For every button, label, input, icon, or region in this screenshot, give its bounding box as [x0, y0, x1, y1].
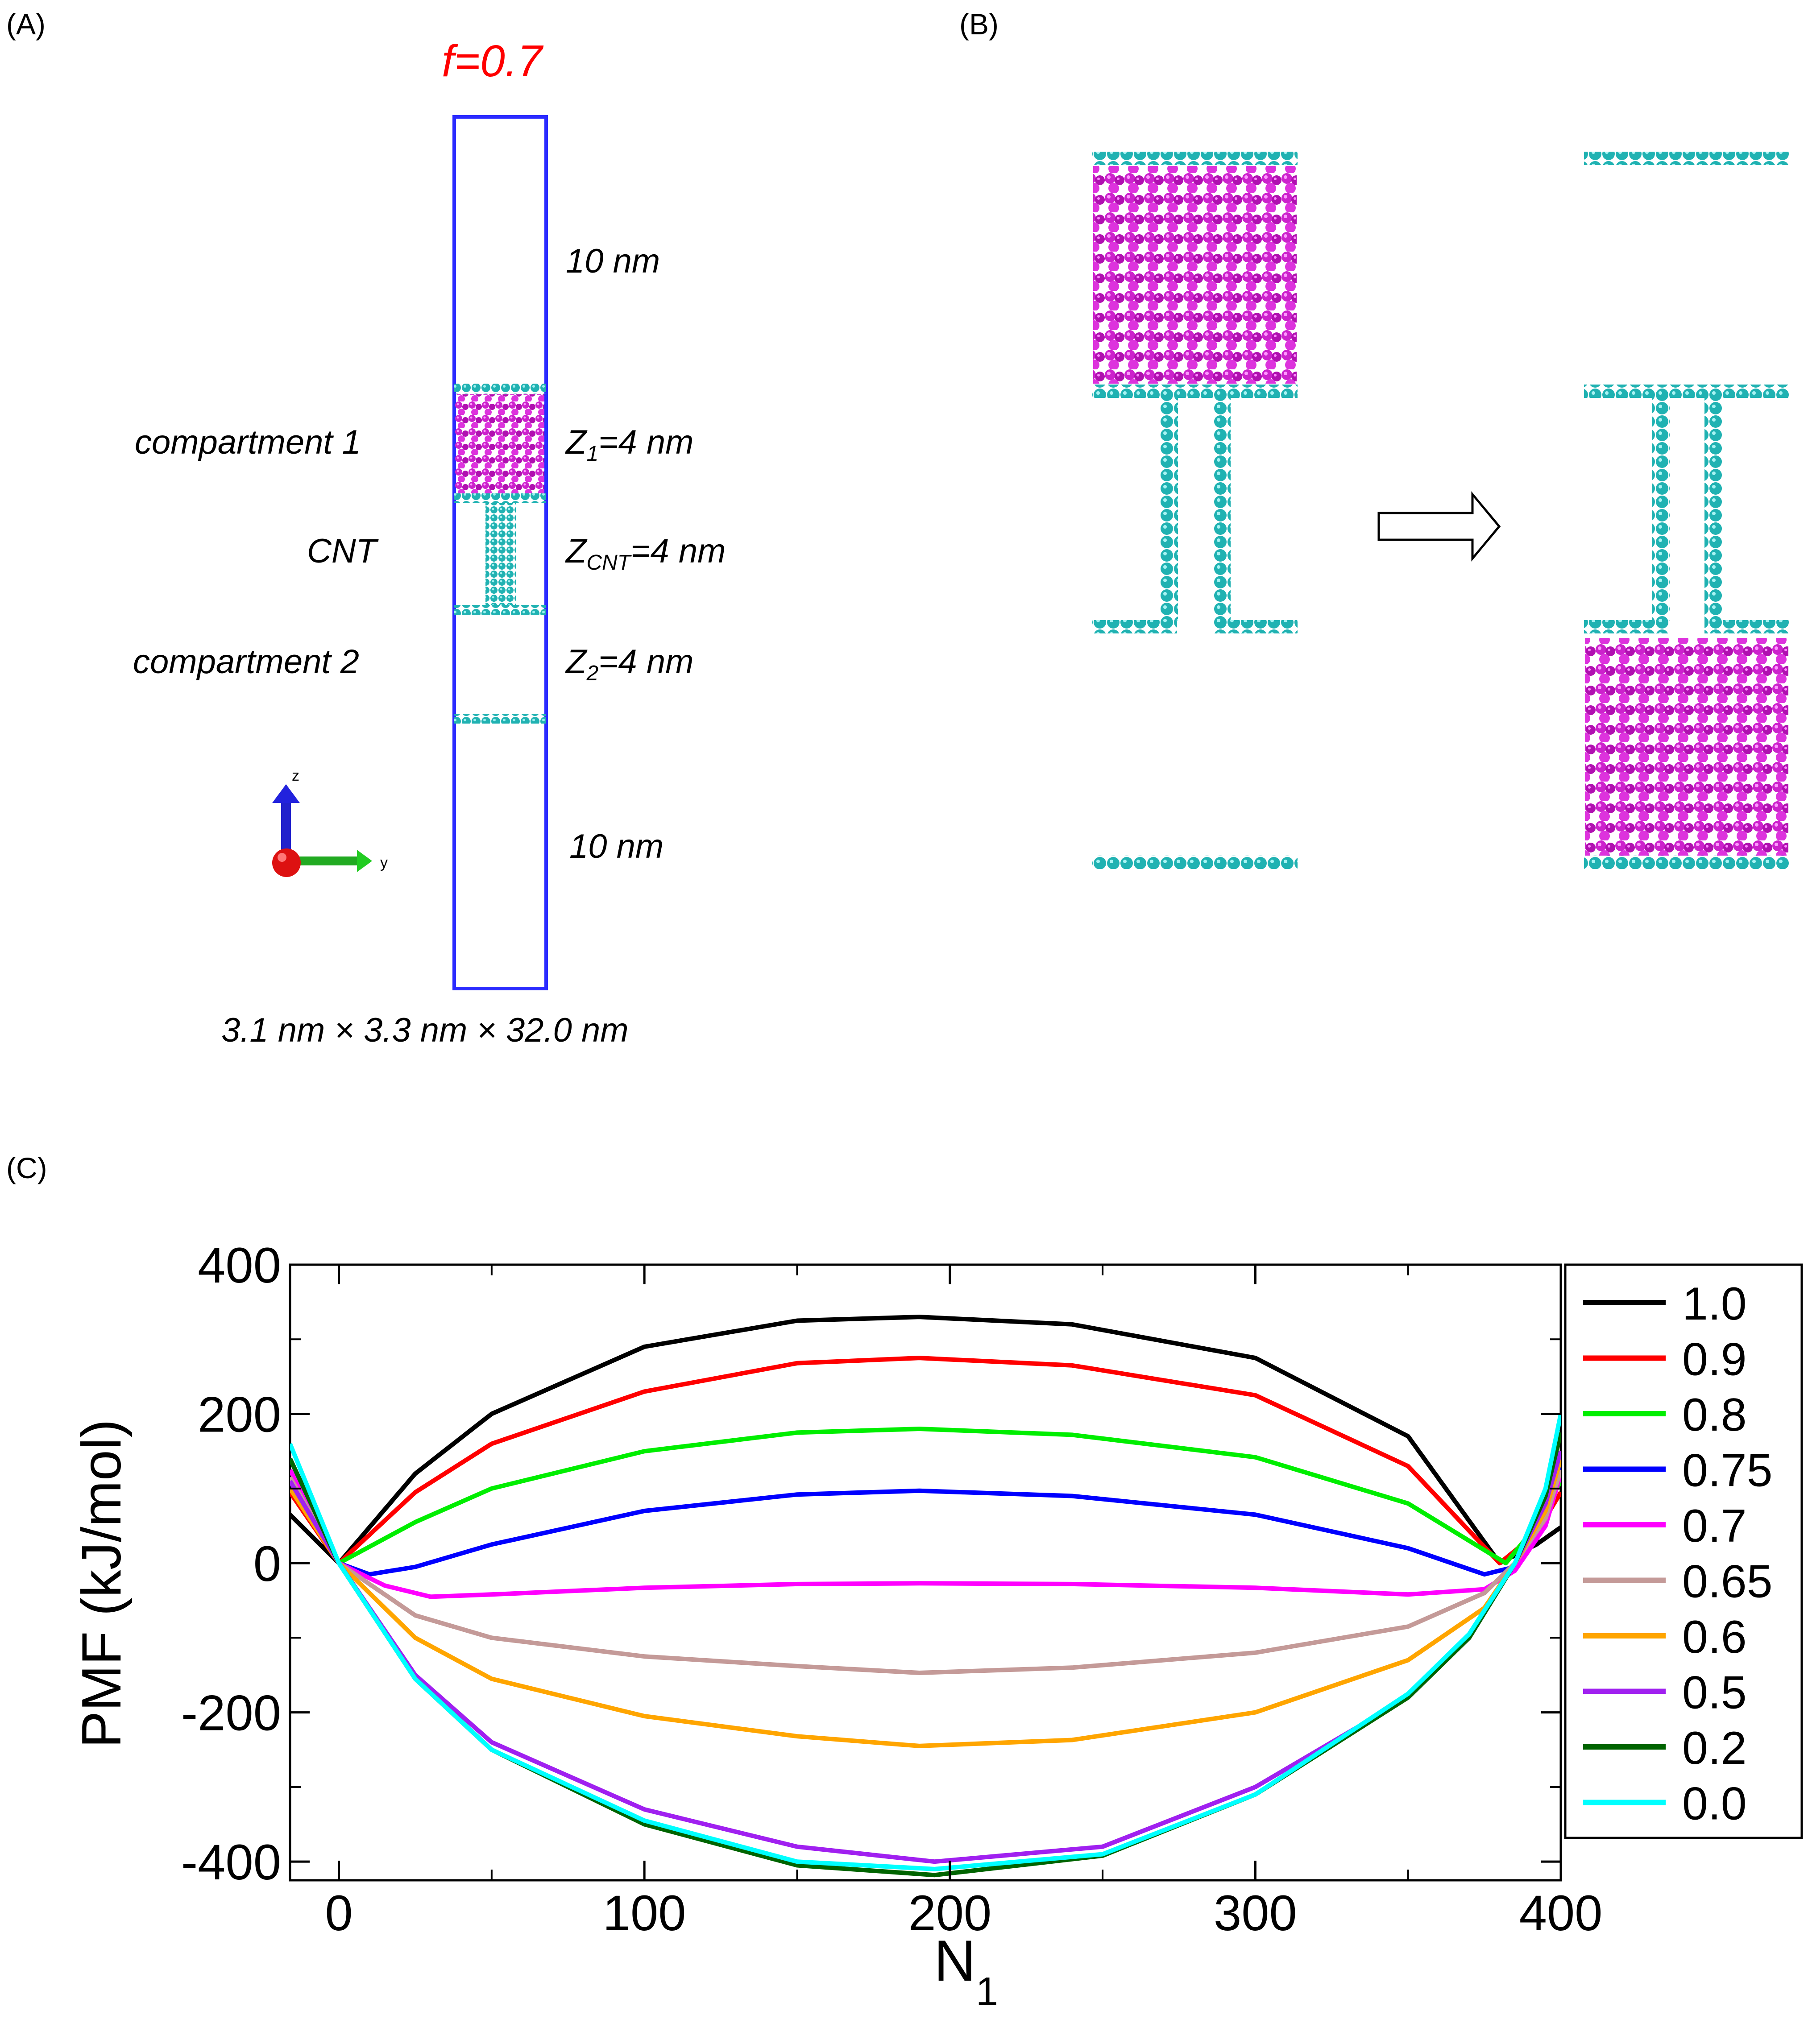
x-tick-label: 100 — [603, 1885, 686, 1941]
initial-state — [1092, 152, 1298, 869]
y-tick-label: -400 — [181, 1834, 281, 1890]
legend-label: 0.8 — [1682, 1389, 1747, 1441]
panel-b-label: (B) — [959, 8, 999, 41]
panel-a-label: (A) — [6, 8, 46, 41]
legend-label: 0.2 — [1682, 1722, 1747, 1774]
x-tick-label: 300 — [1214, 1885, 1297, 1941]
plot-area — [289, 1263, 1562, 1882]
y-axis-label: PMF (kJ/mol) — [71, 1419, 133, 1748]
panel-c-label: (C) — [6, 1151, 47, 1184]
box-dimensions-label: 3.1 nm × 3.3 nm × 32.0 nm — [221, 1011, 629, 1049]
cnt-label: CNT — [307, 532, 377, 570]
axis-z-label: z — [292, 767, 299, 784]
graphene-sheet-2 — [454, 493, 546, 503]
series-line-0.2 — [290, 1432, 1561, 1878]
simulation-box-diagram — [272, 115, 548, 990]
y-tick-label: 200 — [198, 1387, 281, 1443]
zcnt-label: ZCNT=4 nm — [566, 532, 726, 575]
series-line-0.8 — [290, 1427, 1561, 1566]
graphene-sheet-3 — [454, 605, 546, 615]
series-line-0.5 — [290, 1450, 1561, 1864]
graphene-sheet-1 — [454, 384, 546, 393]
compartment2-label: compartment 2 — [133, 643, 359, 681]
y-tick-label: -200 — [181, 1685, 281, 1741]
axis-y-label: y — [380, 854, 388, 871]
top-gap-label: 10 nm — [566, 242, 660, 280]
right-arrow-icon — [1377, 491, 1501, 562]
legend-label: 0.9 — [1682, 1334, 1747, 1386]
panel-a-title: f=0.7 — [442, 36, 543, 86]
series-line-0.75 — [290, 1457, 1561, 1577]
series-line-1.0 — [290, 1315, 1561, 1566]
y-tick-label: 0 — [253, 1536, 281, 1592]
z2-label: Z2=4 nm — [566, 643, 694, 686]
z1-label: Z1=4 nm — [566, 423, 694, 466]
graphene-sheet-4 — [454, 714, 546, 724]
bottom-gap-label: 10 nm — [569, 828, 664, 865]
transport-illustration — [1092, 152, 1789, 869]
series-line-0.0 — [290, 1413, 1561, 1871]
x-tick-label: 400 — [1519, 1885, 1603, 1941]
series-line-0.6 — [290, 1458, 1561, 1748]
legend-label: 0.75 — [1682, 1445, 1772, 1497]
series-line-0.65 — [290, 1469, 1561, 1675]
x-axis-label: N1 — [934, 1928, 998, 2014]
water-compartment-1 — [455, 394, 544, 493]
simulation-box-outline — [452, 115, 548, 990]
x-tick-label: 0 — [325, 1885, 352, 1941]
compartment1-label: compartment 1 — [135, 423, 361, 461]
legend-label: 0.5 — [1682, 1667, 1747, 1719]
final-state — [1584, 152, 1789, 869]
series-line-0.9 — [290, 1356, 1561, 1566]
legend-label: 0.6 — [1682, 1611, 1747, 1663]
carbon-nanotube — [485, 503, 516, 605]
axes-icon — [272, 784, 372, 877]
y-tick-label: 400 — [198, 1237, 281, 1293]
legend-label: 0.65 — [1682, 1556, 1772, 1608]
x-tick-label: 200 — [908, 1885, 991, 1941]
legend-label: 0.7 — [1682, 1500, 1747, 1552]
legend-label: 1.0 — [1682, 1278, 1747, 1330]
legend-label: 0.0 — [1682, 1778, 1747, 1830]
